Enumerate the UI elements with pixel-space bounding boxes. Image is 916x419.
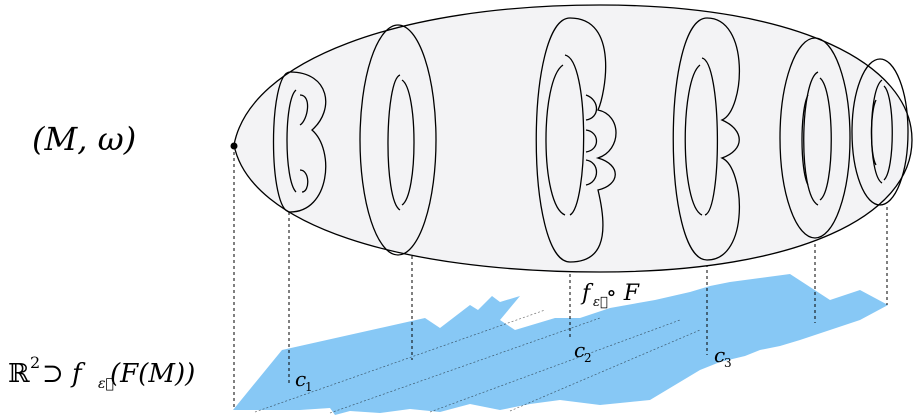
map-label: f ε⃗ ∘ F [580,281,640,310]
handles [272,17,909,263]
handle-6 [851,58,909,206]
svg-text:c: c [714,343,725,367]
image-label: ℝ 2 ⊃ f ε⃗ (F(M)) [8,353,195,392]
svg-text:ε⃗: ε⃗ [593,295,608,310]
projection-lines [233,146,888,408]
image-region-shape [233,274,888,415]
surface-outline [233,4,913,273]
svg-text:2: 2 [584,351,592,365]
svg-text:∘ F: ∘ F [606,281,640,306]
svg-text:2: 2 [30,353,40,372]
manifold-surface [230,4,913,273]
handle-5 [779,37,851,239]
svg-text:(F(M)): (F(M)) [110,359,195,389]
svg-text:ℝ: ℝ [8,359,30,389]
svg-text:⊃ f: ⊃ f [42,359,86,389]
labels: (M, ω) f ε⃗ ∘ F ℝ 2 ⊃ f ε⃗ (F(M)) c 1 c … [8,120,732,394]
svg-text:ε⃗: ε⃗ [98,376,114,392]
handle-2 [359,24,437,256]
manifold-label: (M, ω) [32,120,136,158]
svg-text:c: c [295,367,306,391]
svg-text:1: 1 [305,380,313,394]
svg-text:f: f [580,281,594,306]
c3-label: c 3 [714,343,732,370]
svg-text:3: 3 [724,356,732,370]
handle-4 [672,17,741,261]
image-region [233,274,888,415]
c1-label: c 1 [295,367,313,394]
marked-point [230,142,238,150]
svg-text:c: c [574,338,585,362]
handle-1 [272,71,327,213]
c2-label: c 2 [574,338,592,365]
handle-3 [535,17,617,263]
